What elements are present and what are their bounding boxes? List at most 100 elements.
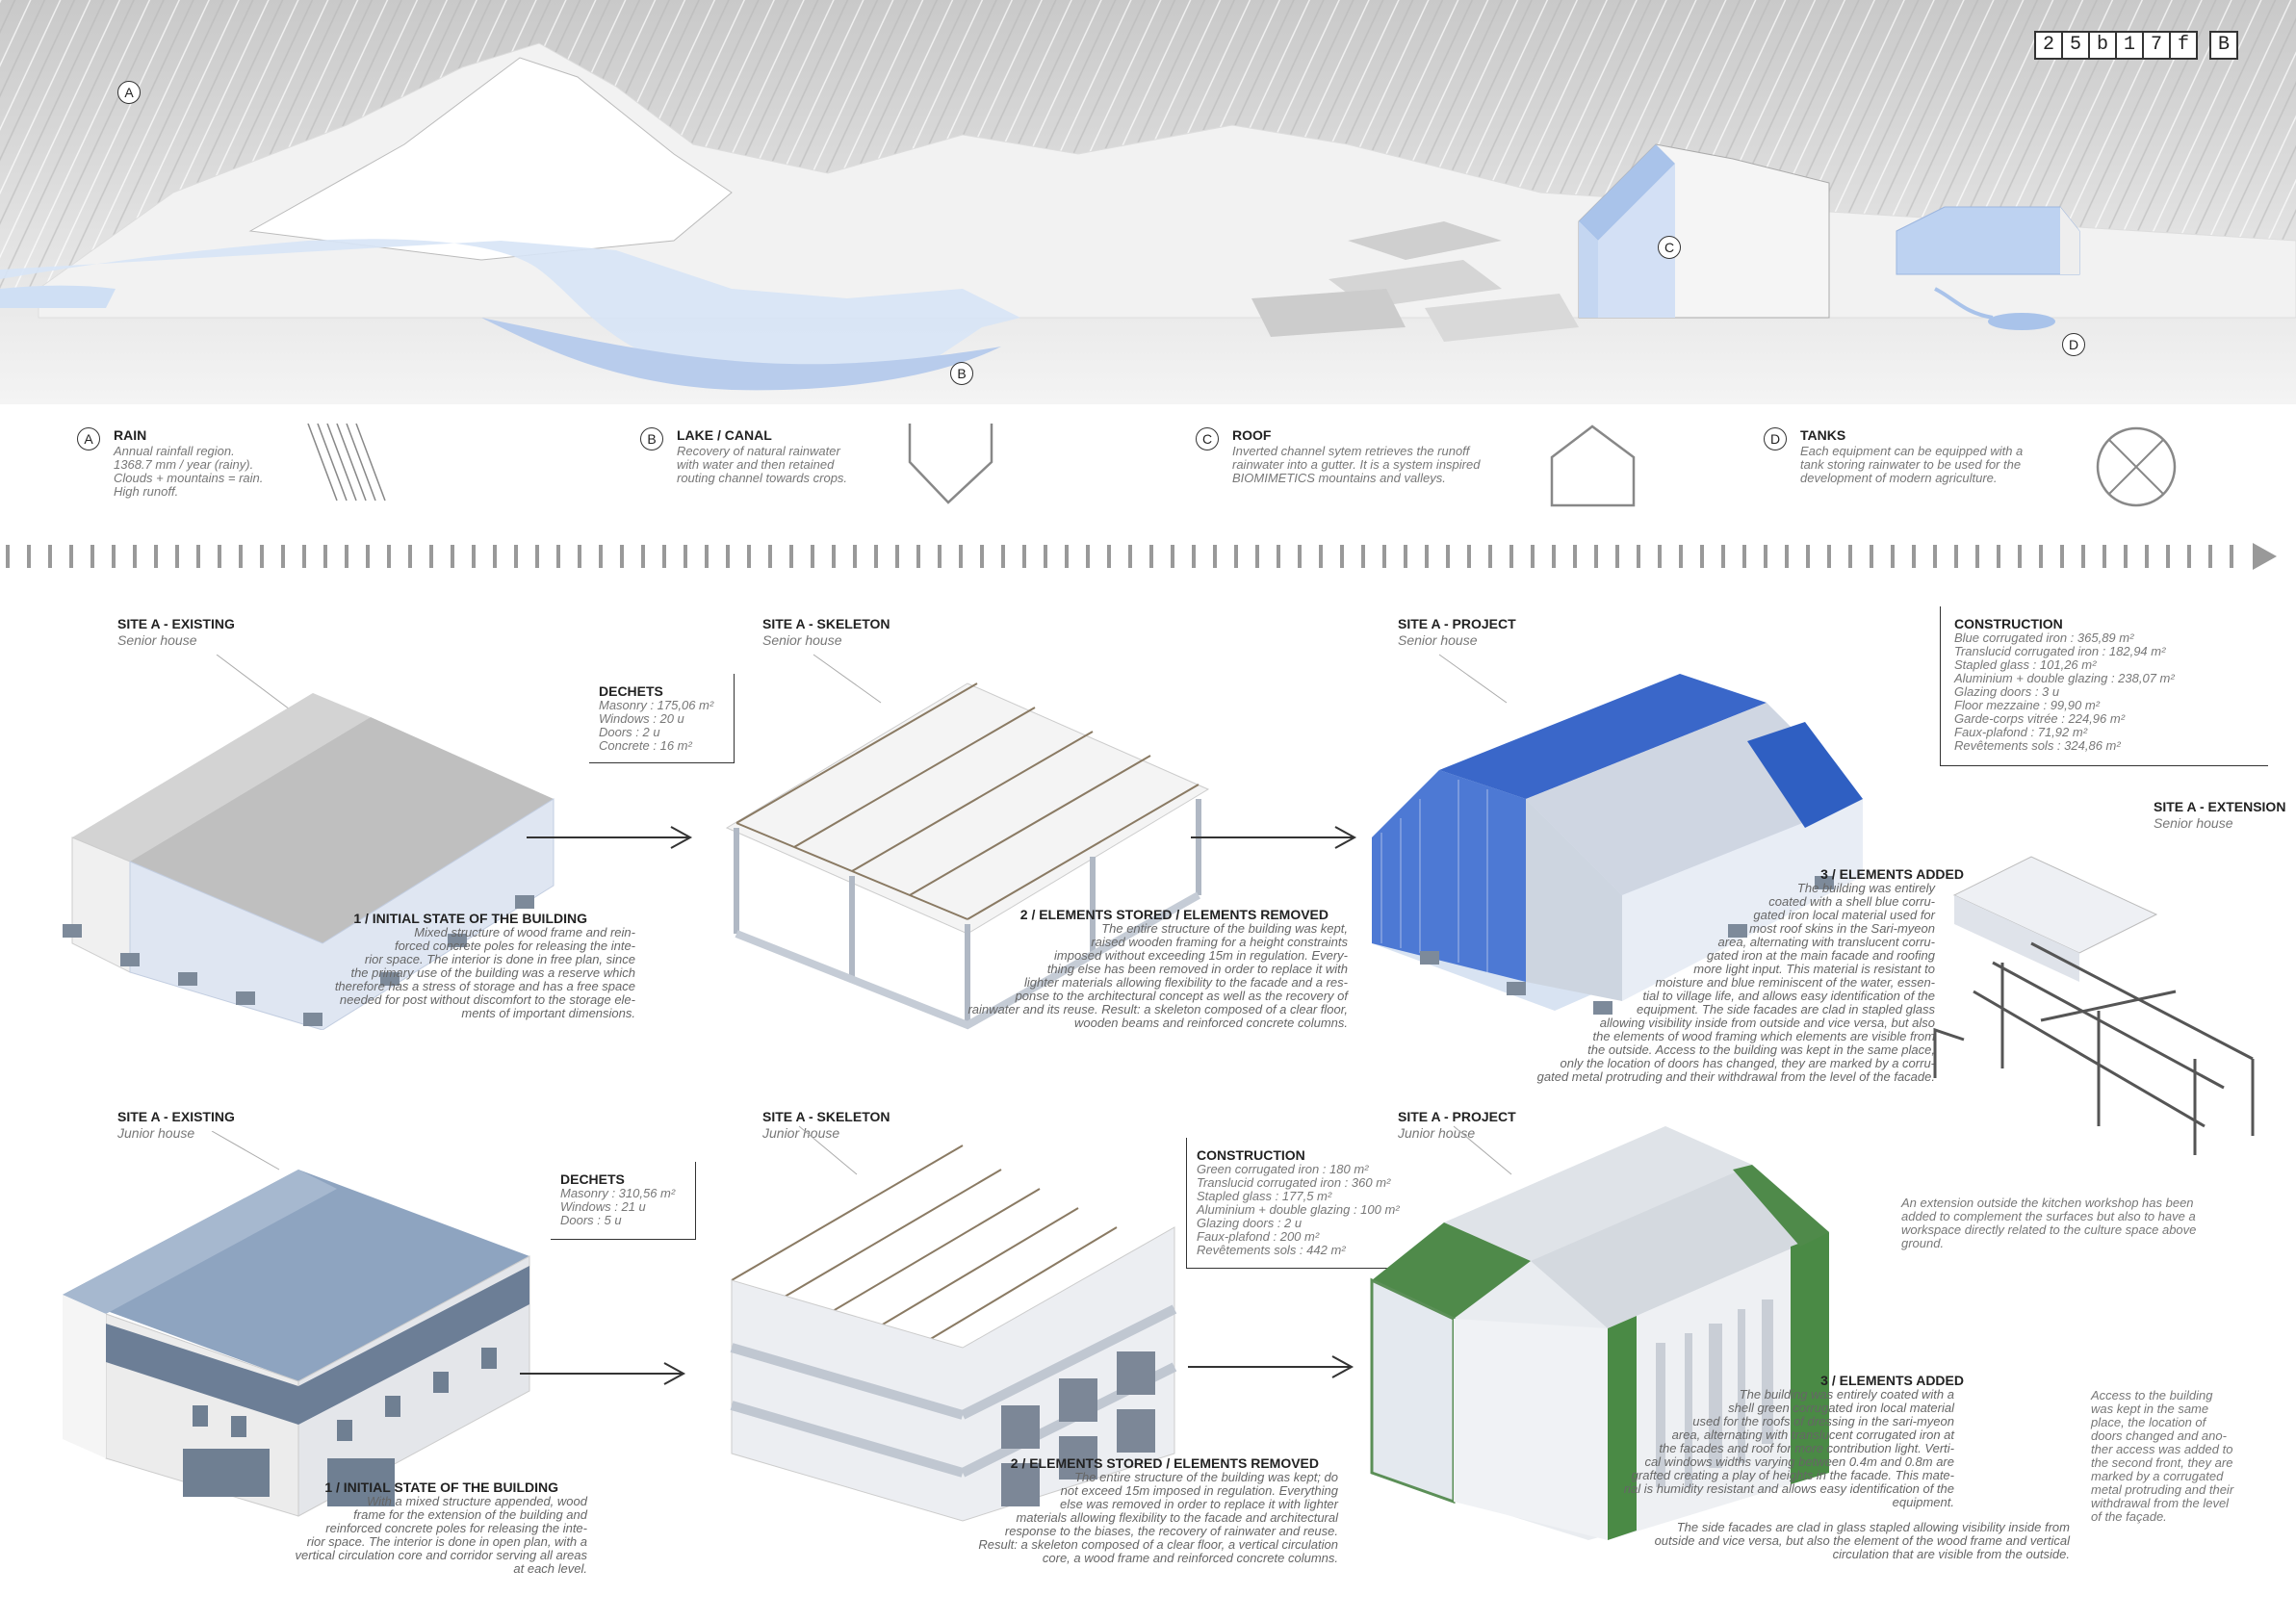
list-item: Translucid corrugated iron : 360 m² [1197,1175,1391,1190]
row1-step3-text: The building was entirely coated with a … [1536,881,1935,1084]
senior-skeleton-building [725,654,1210,1030]
list-item: Glazing doors : 2 u [1197,1216,1303,1230]
list-item: Blue corrugated iron : 365,89 m² [1954,630,2134,645]
code-char: 1 [2115,31,2144,60]
extension-title: SITE A - EXTENSION [2154,799,2286,814]
row1-project-subtitle: Senior house [1398,632,1478,648]
arrow-right-icon [527,826,693,849]
timeline-arrow [6,543,2277,570]
list-item: Masonry : 175,06 m² [599,698,714,712]
list-item: Doors : 2 u [599,725,660,739]
row1-skeleton-subtitle: Senior house [762,632,842,648]
row2-step3-text: The building was entirely coated with a … [1623,1387,1954,1509]
list-item: Revêtements sols : 442 m² [1197,1243,1346,1257]
code-char: f [2169,31,2198,60]
list-item: Windows : 20 u [599,711,684,726]
row2-access-text: Access to the building was kept in the s… [2091,1388,2234,1524]
list-item: Translucid corrugated iron : 182,94 m² [1954,644,2166,658]
landscape-illustration [0,0,2296,404]
list-item: Green corrugated iron : 180 m² [1197,1162,1369,1176]
legend-text: Each equipment can be equipped with a ta… [1800,444,2024,485]
row1-construction-title: CONSTRUCTION [1954,616,2063,631]
row1-dechets-title: DECHETS [599,683,663,699]
row1-existing-title: SITE A - EXISTING [117,616,235,631]
extension-subtitle: Senior house [2154,815,2233,831]
row1-step2-text: The entire structure of the building was… [967,921,1348,1030]
row2-step3-title: 3 / ELEMENTS ADDED [1820,1373,1964,1388]
legend-text: Annual rainfall region. 1368.7 mm / year… [114,444,264,499]
arrow-right-icon [1191,826,1357,849]
row2-step3-facades-text: The side facades are clad in glass stapl… [1654,1520,2070,1561]
row2-step2-text: The entire structure of the building was… [978,1470,1338,1565]
list-item: Stapled glass : 177,5 m² [1197,1189,1332,1203]
row1-step2-title: 2 / ELEMENTS STORED / ELEMENTS REMOVED [1019,907,1329,922]
row2-skeleton-subtitle: Junior house [762,1125,840,1141]
list-item: Garde-corps vitrée : 224,96 m² [1954,711,2126,726]
sheet-letter: B [2209,31,2238,60]
legend-text: Inverted channel sytem retrieves the run… [1232,444,1481,485]
row2-construction-title: CONSTRUCTION [1197,1147,1305,1163]
row2-step1-title: 1 / INITIAL STATE OF THE BUILDING [324,1479,558,1495]
legend-title: TANKS [1800,427,1846,443]
code-char: 7 [2142,31,2171,60]
canal-section-icon [908,424,993,504]
sheet-code: 2 5 b 1 7 f B [2034,31,2238,60]
rain-lines-icon [307,424,386,502]
marker-b: B [950,362,973,385]
legend-text: Recovery of natural rainwater with water… [677,444,848,485]
tank-cross-icon [2096,426,2177,507]
row2-construction-bracket [1186,1138,1408,1269]
extension-structure [1933,856,2255,1155]
row1-existing-subtitle: Senior house [117,632,197,648]
junior-existing-building [63,1131,530,1517]
code-char: 5 [2061,31,2090,60]
row2-construction-list: Green corrugated iron : 180 m² Transluci… [1197,1163,1400,1257]
list-item: Stapled glass : 101,26 m² [1954,657,2097,672]
legend-letter: C [1196,427,1219,450]
row1-step1-title: 1 / INITIAL STATE OF THE BUILDING [353,911,587,926]
row2-project-title: SITE A - PROJECT [1398,1109,1516,1124]
list-item: Windows : 21 u [560,1199,646,1214]
row1-dechets-bracket [589,674,735,763]
list-item: Aluminium + double glazing : 238,07 m² [1954,671,2175,685]
legend-title: RAIN [114,427,147,443]
row2-dechets-bracket [551,1162,696,1240]
junior-project-building [1370,1125,1829,1540]
legend-letter: A [77,427,100,450]
list-item: Faux-plafond : 71,92 m² [1954,725,2088,739]
list-item: Faux-plafond : 200 m² [1197,1229,1320,1244]
row1-construction-bracket [1940,606,2268,766]
junior-skeleton-building [730,1125,1177,1522]
row2-step2-title: 2 / ELEMENTS STORED / ELEMENTS REMOVED [1010,1455,1319,1471]
legend-title: LAKE / CANAL [677,427,772,443]
row2-existing-subtitle: Junior house [117,1125,195,1141]
row2-step1-text: With a mixed structure appended, wood fr… [295,1494,587,1576]
senior-project-building [1372,654,1863,1015]
row1-dechets-list: Masonry : 175,06 m² Windows : 20 u Doors… [599,699,713,753]
list-item: Masonry : 310,56 m² [560,1186,676,1200]
row2-existing-title: SITE A - EXISTING [117,1109,235,1124]
marker-a: A [117,81,141,104]
row1-step1-text: Mixed structure of wood frame and rein- … [334,925,635,1020]
arrow-right-icon [1188,1355,1354,1378]
row1-skeleton-title: SITE A - SKELETON [762,616,890,631]
code-char: 2 [2034,31,2063,60]
row1-construction-list: Blue corrugated iron : 365,89 m² Translu… [1954,631,2175,753]
row2-dechets-list: Masonry : 310,56 m² Windows : 21 u Doors… [560,1187,675,1227]
senior-existing-building [63,655,555,1030]
row2-project-subtitle: Junior house [1398,1125,1476,1141]
list-item: Revêtements sols : 324,86 m² [1954,738,2121,753]
code-char: b [2088,31,2117,60]
row2-skeleton-title: SITE A - SKELETON [762,1109,890,1124]
house-outline-icon [1550,425,1636,507]
extension-text: An extension outside the kitchen worksho… [1901,1196,2197,1250]
list-item: Concrete : 16 m² [599,738,692,753]
list-item: Floor mezzaine : 99,90 m² [1954,698,2101,712]
row1-step3-title: 3 / ELEMENTS ADDED [1820,866,1964,882]
marker-d: D [2062,333,2085,356]
marker-c: C [1658,236,1681,259]
row2-dechets-title: DECHETS [560,1171,625,1187]
hero-landscape [0,0,2296,404]
list-item: Glazing doors : 3 u [1954,684,2060,699]
legend-letter: D [1764,427,1787,450]
